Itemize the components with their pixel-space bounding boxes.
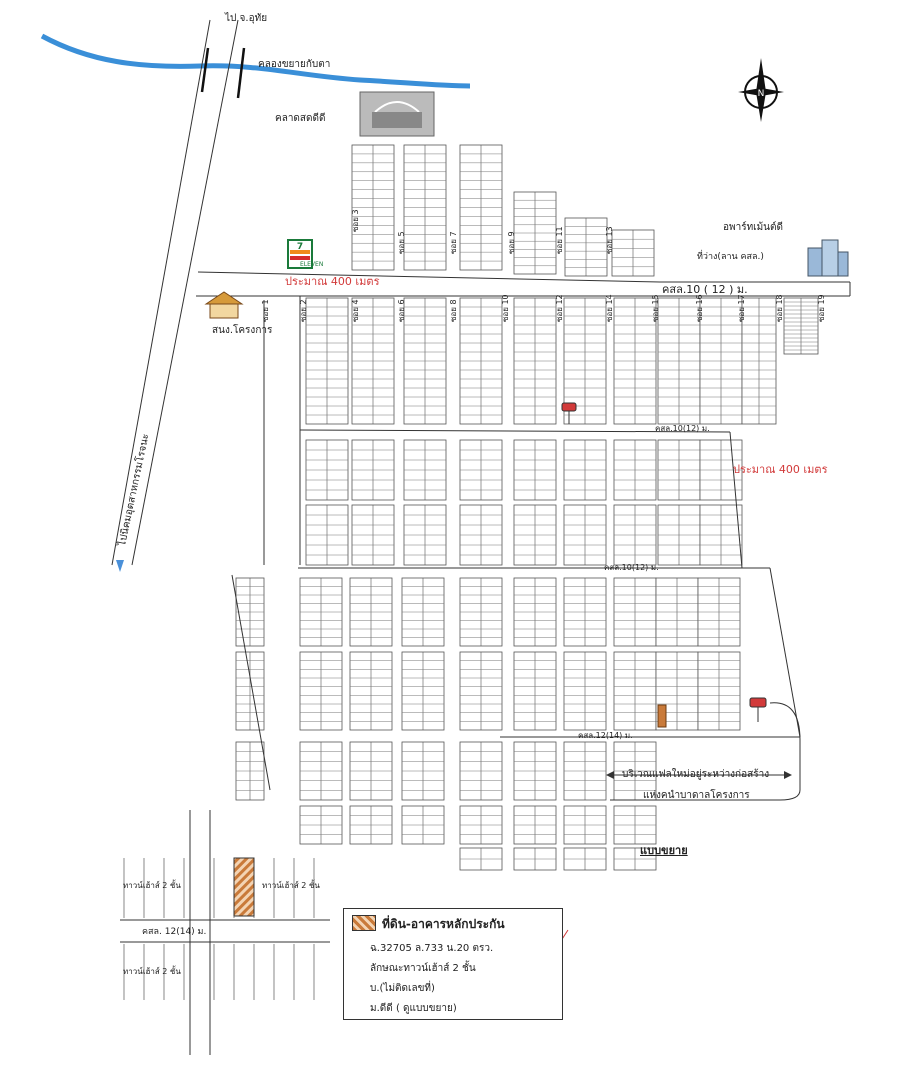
inset-map xyxy=(120,810,330,1055)
canal-label: คลองขยายกับตา xyxy=(258,59,331,70)
office-label: สนง.โครงการ xyxy=(212,325,273,336)
market-label: คลาดสดดีดี xyxy=(275,113,326,124)
soi-label: ซอย 1 xyxy=(261,299,270,322)
camera-icon xyxy=(610,697,801,801)
collateral-lot xyxy=(657,704,667,728)
seven-logo-text: 7 xyxy=(297,242,303,252)
apartment-label: อพาร์ทเม้นต์ดี xyxy=(723,222,784,233)
legend-line-4: ม.ดีดี ( ดูแบบขยาย) xyxy=(370,1003,457,1014)
soi-label: ซอย 17 xyxy=(737,294,746,322)
office-house-icon xyxy=(204,291,244,305)
upper-lot-blocks xyxy=(351,144,655,277)
inset-road-label: คสล. 12(14) ม. xyxy=(142,927,207,937)
soi-label: ซอย 13 xyxy=(605,226,614,254)
soi-label: ซอย 14 xyxy=(605,294,614,322)
canal xyxy=(40,33,471,89)
road-12-label: คสล.12(14) ม. xyxy=(578,731,633,740)
legend-box: ที่ดิน-อาคารหลักประกัน ฉ.32705 ล.733 น.2… xyxy=(343,908,563,1020)
inset-collateral-lot xyxy=(233,857,255,917)
soi-label: ซอย 5 xyxy=(397,231,406,254)
soi-label: ซอย 8 xyxy=(449,299,458,322)
soi-label: ซอย 3 xyxy=(351,209,360,232)
apartment-icon xyxy=(807,239,849,277)
distance-top-label: ประมาณ 400 เมตร xyxy=(285,275,380,288)
expanded-view-label: แบบขยาย xyxy=(640,844,688,857)
legend-title: ที่ดิน-อาคารหลักประกัน xyxy=(382,917,505,931)
collateral-swatch xyxy=(352,915,376,931)
soi-label: ซอย 15 xyxy=(651,294,660,322)
legend-line-1: ฉ.32705 ล.733 น.20 ตรว. xyxy=(370,943,494,954)
svg-text:N: N xyxy=(758,89,765,99)
road-10-b-label: คสล.10(12) ม. xyxy=(604,563,659,572)
vacant-lot-label: ที่ว่าง(ลาน คสล.) xyxy=(697,252,764,262)
legend-line-2: ลักษณะทาวน์เฮ้าส์ 2 ชั้น xyxy=(370,963,476,974)
construction-label-2: แห่งคนำบาดาลโครงการ xyxy=(643,790,750,801)
construction-label-1: บริเวณแฟลใหม่อยู่ระหว่างก่อสร้าง xyxy=(622,769,770,780)
seven-sub-label: ELEVEN xyxy=(300,261,324,268)
inset-townhouse-label-2: ทาวน์เฮ้าส์ 2 ชั้น xyxy=(262,881,320,890)
soi-label: ซอย 11 xyxy=(555,226,564,254)
soi-label: ซอย 2 xyxy=(299,299,308,322)
soi-label: ซอย 10 xyxy=(501,294,510,322)
soi-label: ซอย 7 xyxy=(449,231,458,254)
soi-label: ซอย 4 xyxy=(351,299,360,322)
north-arrow-icon: N xyxy=(738,58,784,122)
soi-label: ซอย 16 xyxy=(695,294,704,322)
soi-label: ซอย 9 xyxy=(507,231,516,254)
lot-grid xyxy=(235,297,819,871)
inset-townhouse-label-3: ทาวน์เฮ้าส์ 2 ชั้น xyxy=(123,967,181,976)
road-10-a-label: คสล.10(12) ม. xyxy=(655,424,710,433)
to-province-label: ไป จ.อุทัย xyxy=(225,13,268,24)
inset-townhouse-label-1: ทาวน์เฮ้าส์ 2 ชั้น xyxy=(123,881,181,890)
soi-label: ซอย 12 xyxy=(555,294,564,322)
soi-label: ซอย 6 xyxy=(397,299,406,322)
legend-line-3: บ.(ไม่ติดเลขที่) xyxy=(370,983,435,994)
soi-label: ซอย 19 xyxy=(817,294,826,322)
main-road-label: คสล.10 ( 12 ) ม. xyxy=(662,283,748,296)
distance-right-label: ประมาณ 400 เมตร xyxy=(733,463,828,476)
down-arrow-icon xyxy=(116,560,124,572)
soi-label: ซอย 18 xyxy=(775,294,784,322)
camera-icon xyxy=(561,402,577,424)
